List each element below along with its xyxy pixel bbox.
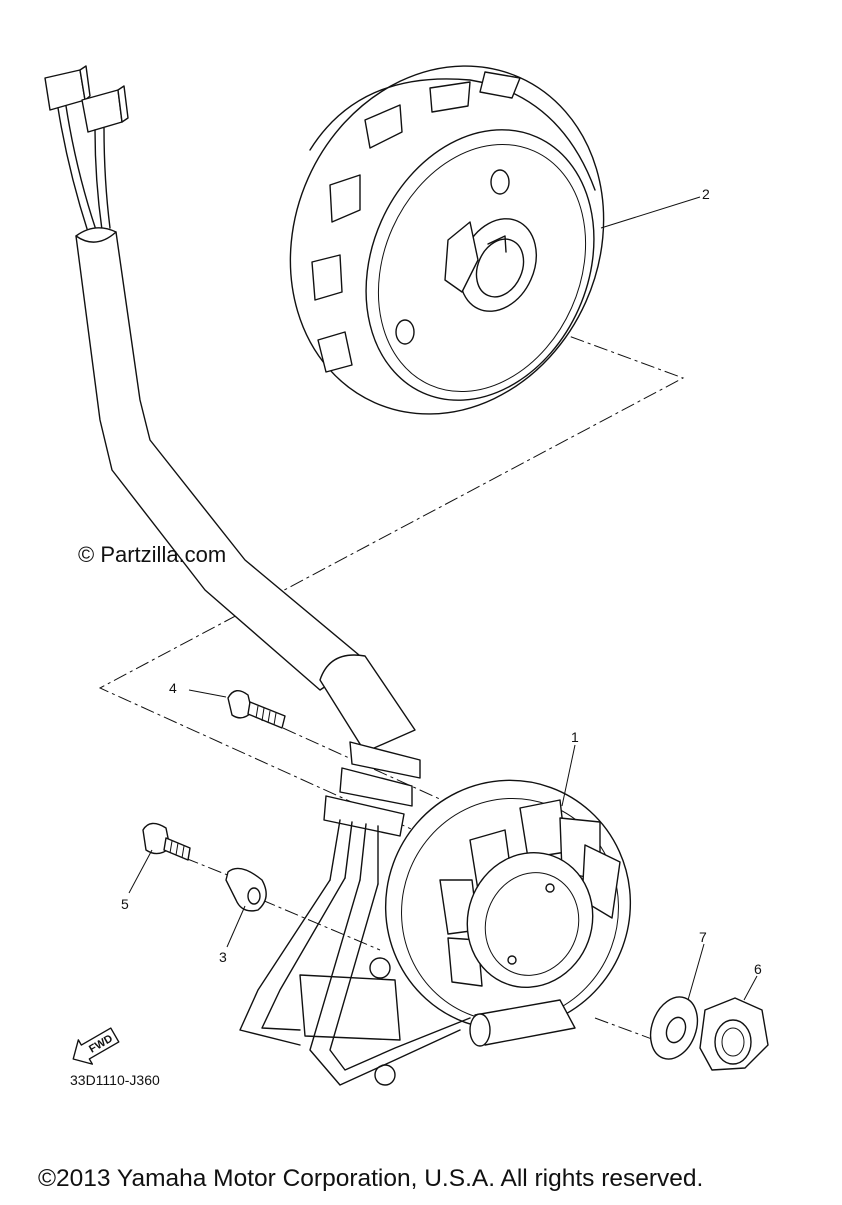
stator-assembly bbox=[239, 779, 632, 1086]
callout-part-3: 3 bbox=[219, 949, 227, 965]
callout-part-1: 1 bbox=[571, 729, 579, 745]
callout-part-7: 7 bbox=[699, 929, 707, 945]
callout-part-2: 2 bbox=[702, 186, 710, 202]
wire-harness bbox=[44, 65, 421, 885]
callout-part-6: 6 bbox=[754, 961, 762, 977]
copyright-notice: ©2013 Yamaha Motor Corporation, U.S.A. A… bbox=[38, 1165, 703, 1192]
washer-plate-part-3 bbox=[225, 867, 267, 912]
fwd-arrow-icon: FWD bbox=[72, 1027, 120, 1065]
rotor-flywheel bbox=[289, 65, 605, 415]
diagram-code: 33D1110-J360 bbox=[70, 1072, 160, 1088]
callout-part-5: 5 bbox=[121, 896, 129, 912]
callout-part-4: 4 bbox=[169, 680, 177, 696]
bolt-part-4 bbox=[227, 690, 286, 729]
leader-lines bbox=[128, 196, 758, 1001]
watermark: © Partzilla.com bbox=[78, 542, 226, 567]
washer-part-7 bbox=[649, 996, 699, 1060]
nut-part-6 bbox=[699, 997, 769, 1071]
